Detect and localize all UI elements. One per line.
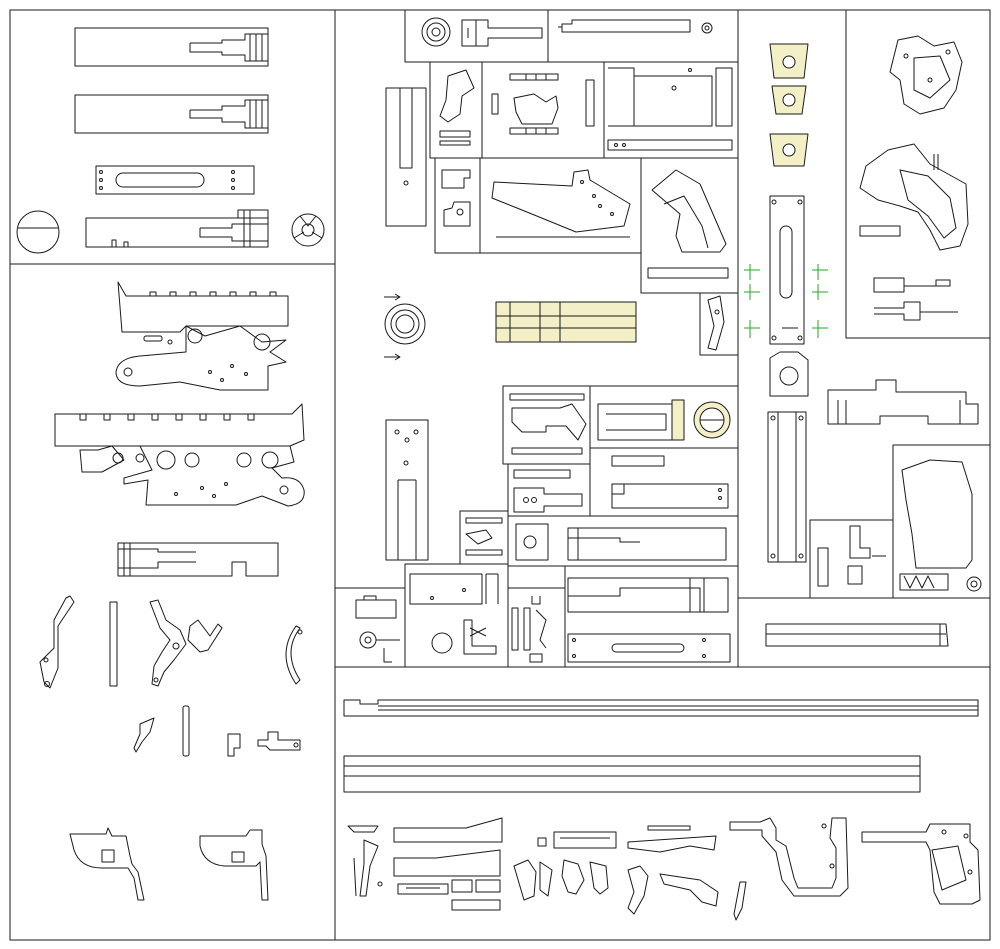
- ejector-block: [409, 573, 499, 655]
- hammer-linkage: [149, 599, 223, 687]
- long-slide-3: [567, 633, 731, 663]
- upper-receiver-assembly-2: [54, 403, 305, 507]
- striker-assembly-right: [873, 277, 958, 321]
- trigger-guard-2: [199, 829, 269, 901]
- side-plate-profile: [491, 169, 631, 238]
- trigger-assembly: [491, 73, 595, 135]
- barrel-part-1: [74, 27, 269, 67]
- small-lever-pair: [465, 517, 503, 556]
- vertical-slide-part-2: [385, 419, 429, 561]
- slide-plate: [95, 165, 255, 195]
- frame-profile-bottom-2: [861, 823, 981, 905]
- frame-assembly-top-right-2: [859, 143, 969, 251]
- grip-frame-profile: [647, 169, 729, 279]
- vertical-slide-part-1: [385, 87, 427, 227]
- small-parts-bottom-middle: [513, 831, 617, 901]
- frame-profile-bottom-1: [729, 817, 849, 897]
- barrel-part-2: [74, 94, 269, 134]
- sear-small: [133, 717, 155, 753]
- plate-rectangles: [611, 455, 729, 509]
- striker-pin: [558, 19, 713, 34]
- bolt-carrier-yellow: [597, 399, 731, 441]
- ejector-spring-block: [817, 525, 949, 591]
- upper-receiver-assembly-1: [115, 281, 289, 391]
- slide-side-profile-right: [827, 379, 979, 425]
- panel-grid: [9, 9, 991, 941]
- long-bar-right: [765, 623, 949, 647]
- long-slide-2: [567, 577, 729, 613]
- firing-pin: [182, 705, 190, 757]
- grip-panel: [901, 459, 982, 592]
- lever-parts-bottom: [627, 825, 747, 921]
- barrel-lug: [461, 19, 543, 47]
- yellow-cam-cutouts: [782, 55, 796, 157]
- bracket-parts-left: [355, 595, 400, 663]
- long-barrel: [343, 699, 979, 717]
- barrel-block: [515, 523, 549, 561]
- magazine-catch: [513, 469, 583, 513]
- hammer-part: [439, 69, 475, 146]
- yellow-barrel-section: [495, 301, 637, 343]
- long-rail: [343, 755, 921, 793]
- frame-assembly-top-right-1: [889, 35, 963, 115]
- bushing-end-view: [384, 293, 426, 361]
- bushing-ring: [421, 17, 451, 47]
- small-parts-bottom-row: [347, 817, 503, 911]
- pin-rod: [109, 601, 118, 687]
- extractor: [227, 731, 301, 757]
- curved-spring: [285, 625, 303, 685]
- trigger-guard-1: [69, 827, 145, 901]
- sight-rail: [117, 542, 279, 577]
- slide-rear-block: [769, 351, 809, 397]
- slide-catch-assembly: [509, 393, 587, 455]
- trigger-bar-left: [39, 595, 75, 689]
- sear-curved: [707, 295, 725, 351]
- detent-block: [441, 169, 471, 227]
- vertical-rail-green: [744, 195, 828, 345]
- drum-end-view: [16, 210, 60, 254]
- vertical-rail-2: [767, 411, 807, 563]
- spring-clip-end-view: [291, 213, 325, 247]
- long-slide-1: [567, 527, 727, 561]
- receiver-block-top-view: [607, 67, 733, 151]
- small-spring-parts: [511, 596, 547, 663]
- barrel-part-3: [85, 209, 269, 248]
